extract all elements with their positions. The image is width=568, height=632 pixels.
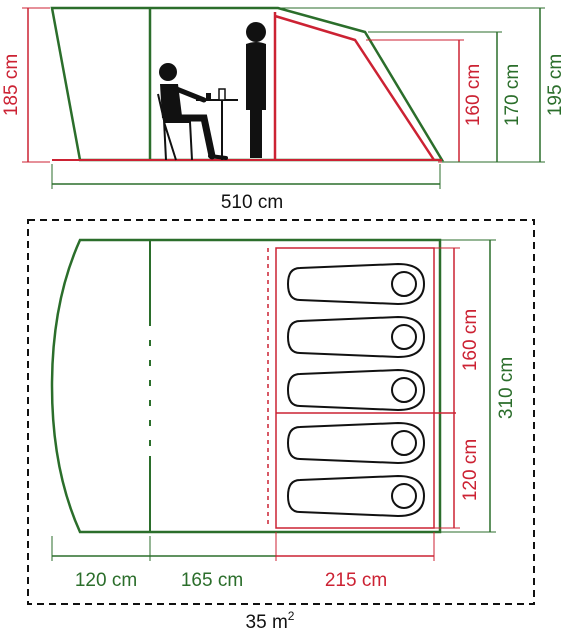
tent-side-outline <box>50 6 445 162</box>
side-dimensions <box>22 7 545 189</box>
sleeping-bags <box>286 262 426 518</box>
dim-depth-bedroom-1: 160 cm <box>460 309 481 371</box>
dim-length-total: 510 cm <box>221 192 283 213</box>
sleeping-bag-icon <box>286 421 426 465</box>
dim-height-canopy: 170 cm <box>502 64 523 126</box>
dim-width-living: 165 cm <box>181 570 243 591</box>
pillow-icon <box>391 324 417 350</box>
floor-plan: 120 cm 165 cm 215 cm 160 cm 120 cm 310 c… <box>27 219 535 632</box>
dim-width-porch: 120 cm <box>75 570 137 591</box>
area-label: 35 m2 <box>246 609 295 632</box>
tent-floor-outline <box>50 238 442 534</box>
dim-width-bedroom: 215 cm <box>325 570 387 591</box>
table-icon <box>196 88 238 160</box>
pillow-icon <box>391 377 417 403</box>
sleeping-bag-icon <box>286 474 426 518</box>
dim-height-bedroom: 160 cm <box>463 64 484 126</box>
standing-person-icon <box>246 22 266 158</box>
dim-height-front: 185 cm <box>1 54 22 116</box>
bedroom-side-outline <box>273 12 436 161</box>
seated-person-icon <box>157 63 228 161</box>
sleeping-bag-icon <box>286 368 426 412</box>
side-view: 185 cm 160 cm 170 cm 195 cm 510 cm <box>1 6 566 213</box>
sleeping-bag-icon <box>286 315 426 359</box>
dim-depth-total: 310 cm <box>496 357 517 419</box>
pillow-icon <box>391 483 417 509</box>
plan-dimensions <box>51 239 496 561</box>
pillow-icon <box>391 430 417 456</box>
sleeping-bag-icon <box>286 262 426 306</box>
pillow-icon <box>391 271 417 297</box>
dim-depth-bedroom-2: 120 cm <box>460 439 481 501</box>
bedroom-floor-outline <box>275 247 435 529</box>
dim-height-total: 195 cm <box>545 54 566 116</box>
footprint-dashed <box>27 219 535 605</box>
